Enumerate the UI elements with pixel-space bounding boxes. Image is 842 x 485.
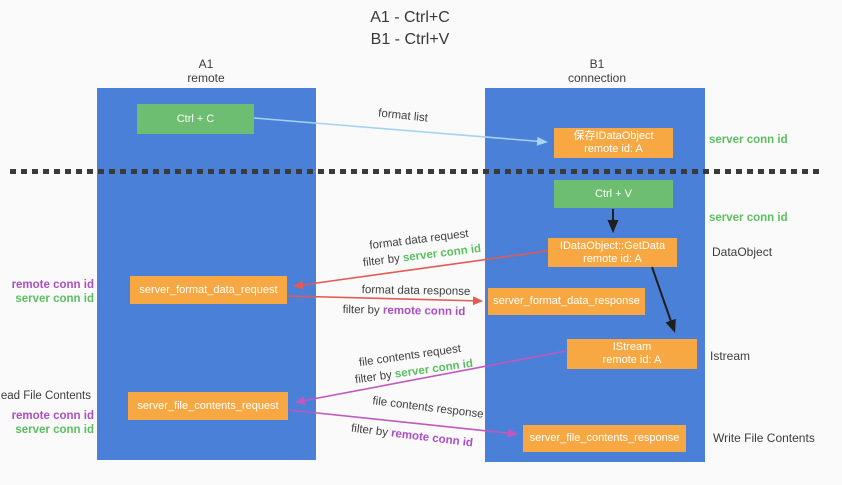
getdata-line2: remote id: A <box>583 252 642 265</box>
column-b1-subtitle: connection <box>567 71 627 85</box>
server-conn-id-label: server conn id <box>15 293 94 305</box>
istream-side-label: Istream <box>710 349 751 363</box>
istream-line1: IStream <box>612 341 652 353</box>
node-server-format-data-response: server_format_data_response <box>488 288 645 315</box>
column-header-b1: B1 connection <box>527 57 667 85</box>
dataobject-label: DataObject <box>712 245 773 259</box>
format-response-label: server_format_data_response <box>493 295 640 307</box>
label-format-list: format list <box>377 107 429 125</box>
filter-prefix: filter by <box>342 303 384 317</box>
filter-prefix: filter by <box>362 252 404 270</box>
right-mid-server-conn-id: server conn id <box>709 212 788 224</box>
filter-prefix: filter by <box>354 368 396 387</box>
save-idataobject-line2: remote id: A <box>584 143 643 155</box>
node-ctrl-c: Ctrl + C <box>137 104 254 134</box>
remote-conn-id-label: remote conn id <box>11 410 94 422</box>
title-line-2: B1 - Ctrl+V <box>370 31 450 48</box>
file-response-label: server_file_contents_response <box>529 432 680 444</box>
left-mid-conn-ids: remote conn id server conn id <box>12 278 94 306</box>
ctrl-v-label: Ctrl + V <box>595 187 632 200</box>
write-file-contents-label: Write File Contents <box>713 431 815 445</box>
node-istream: IStream remote id: A <box>567 339 697 369</box>
label-filter-remote-1: filter by remote conn id <box>343 304 466 318</box>
label-filter-remote-2: filter by remote conn id <box>350 423 473 450</box>
ctrl-c-label: Ctrl + C <box>176 112 215 125</box>
node-server-file-contents-request: server_file_contents_request <box>128 392 288 420</box>
filter-prefix: filter by <box>350 422 392 440</box>
label-file-contents-response: file contents response <box>371 395 485 421</box>
column-a1-id: A1 <box>198 57 214 71</box>
node-server-format-data-request: server_format_data_request <box>130 276 287 304</box>
filter-value-remote: remote conn id <box>390 427 474 450</box>
column-b1-id: B1 <box>589 57 605 71</box>
server-conn-id-label: server conn id <box>15 424 94 436</box>
node-save-idataobject: 保存IDataObject remote id: A <box>554 128 673 158</box>
file-request-label: server_file_contents_request <box>137 399 279 412</box>
read-file-contents-label: Read File Contents <box>0 390 91 402</box>
label-format-data-response: format data response <box>361 284 471 298</box>
column-header-a1: A1 remote <box>136 57 276 85</box>
save-idataobject-line1: 保存IDataObject <box>573 130 654 142</box>
istream-line2: remote id: A <box>602 354 662 366</box>
title-line-1: A1 - Ctrl+C <box>370 9 450 26</box>
filter-value-remote: remote conn id <box>382 304 466 319</box>
left-bottom-conn-ids: remote conn id server conn id <box>12 409 94 437</box>
remote-conn-id-label: remote conn id <box>11 279 94 291</box>
dotted-divider <box>10 169 824 174</box>
getdata-line1: IDataObject::GetData <box>559 239 666 252</box>
format-request-label: server_format_data_request <box>139 283 278 296</box>
column-a1-subtitle: remote <box>187 71 225 85</box>
right-top-server-conn-id: server conn id <box>709 134 788 146</box>
node-ctrl-v: Ctrl + V <box>554 180 673 208</box>
node-server-file-contents-response: server_file_contents_response <box>523 425 686 452</box>
node-idataobject-getdata: IDataObject::GetData remote id: A <box>548 238 677 267</box>
diagram-title: A1 - Ctrl+C B1 - Ctrl+V <box>0 7 820 51</box>
